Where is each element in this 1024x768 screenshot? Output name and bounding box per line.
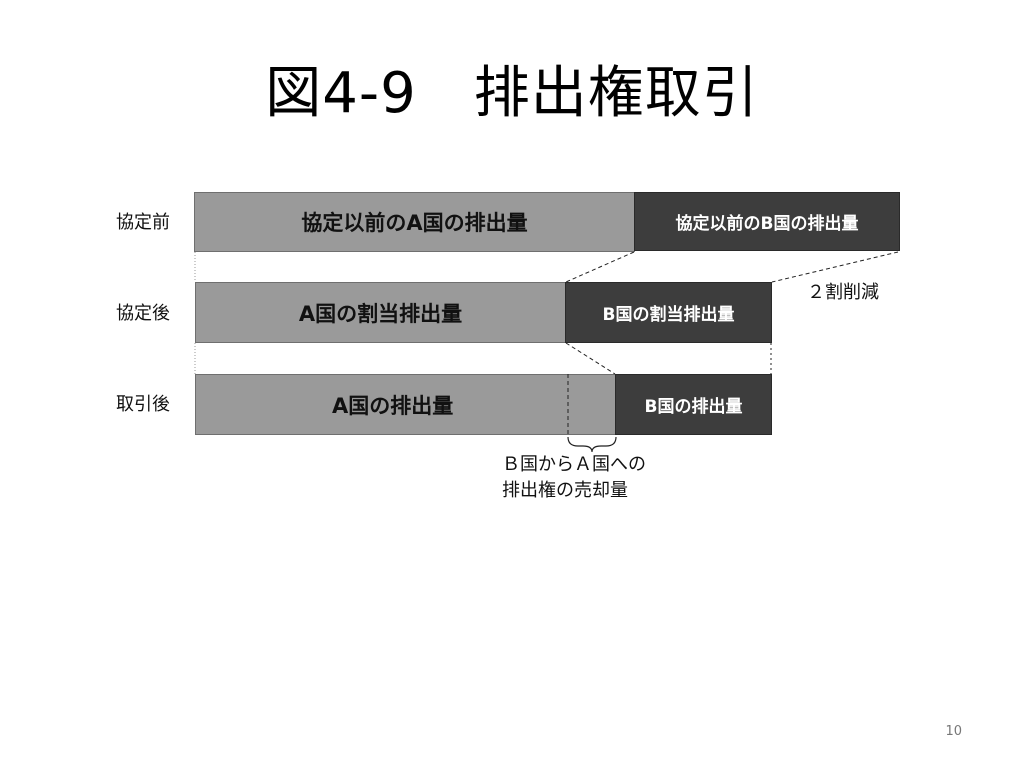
row-label-trade: 取引後 xyxy=(116,394,170,415)
reduction-line-b xyxy=(771,251,899,283)
sale-note-line2: 排出権の売却量 xyxy=(502,480,628,501)
country-b-emission-bar: B国の排出量 xyxy=(615,374,772,435)
country-a-allocated-bar: A国の割当排出量 xyxy=(195,282,566,343)
country-a-before-bar: 協定以前のA国の排出量 xyxy=(194,192,635,252)
sale-line xyxy=(565,342,616,375)
page-title: 図4-9 排出権取引 xyxy=(265,61,759,126)
country-a-emission-bar: A国の排出量 xyxy=(195,374,616,435)
country-b-allocated-bar: B国の割当排出量 xyxy=(565,282,772,343)
country-b-before-bar: 協定以前のB国の排出量 xyxy=(634,192,900,251)
row-label-before: 協定前 xyxy=(116,212,170,233)
reduction-note: ２割削減 xyxy=(807,282,879,303)
sale-note-line1: Ｂ国からＡ国への xyxy=(502,454,646,475)
brace-icon xyxy=(567,436,617,453)
page-number: 10 xyxy=(945,724,962,739)
row-label-after: 協定後 xyxy=(116,303,170,324)
reduction-line-a xyxy=(565,251,635,283)
